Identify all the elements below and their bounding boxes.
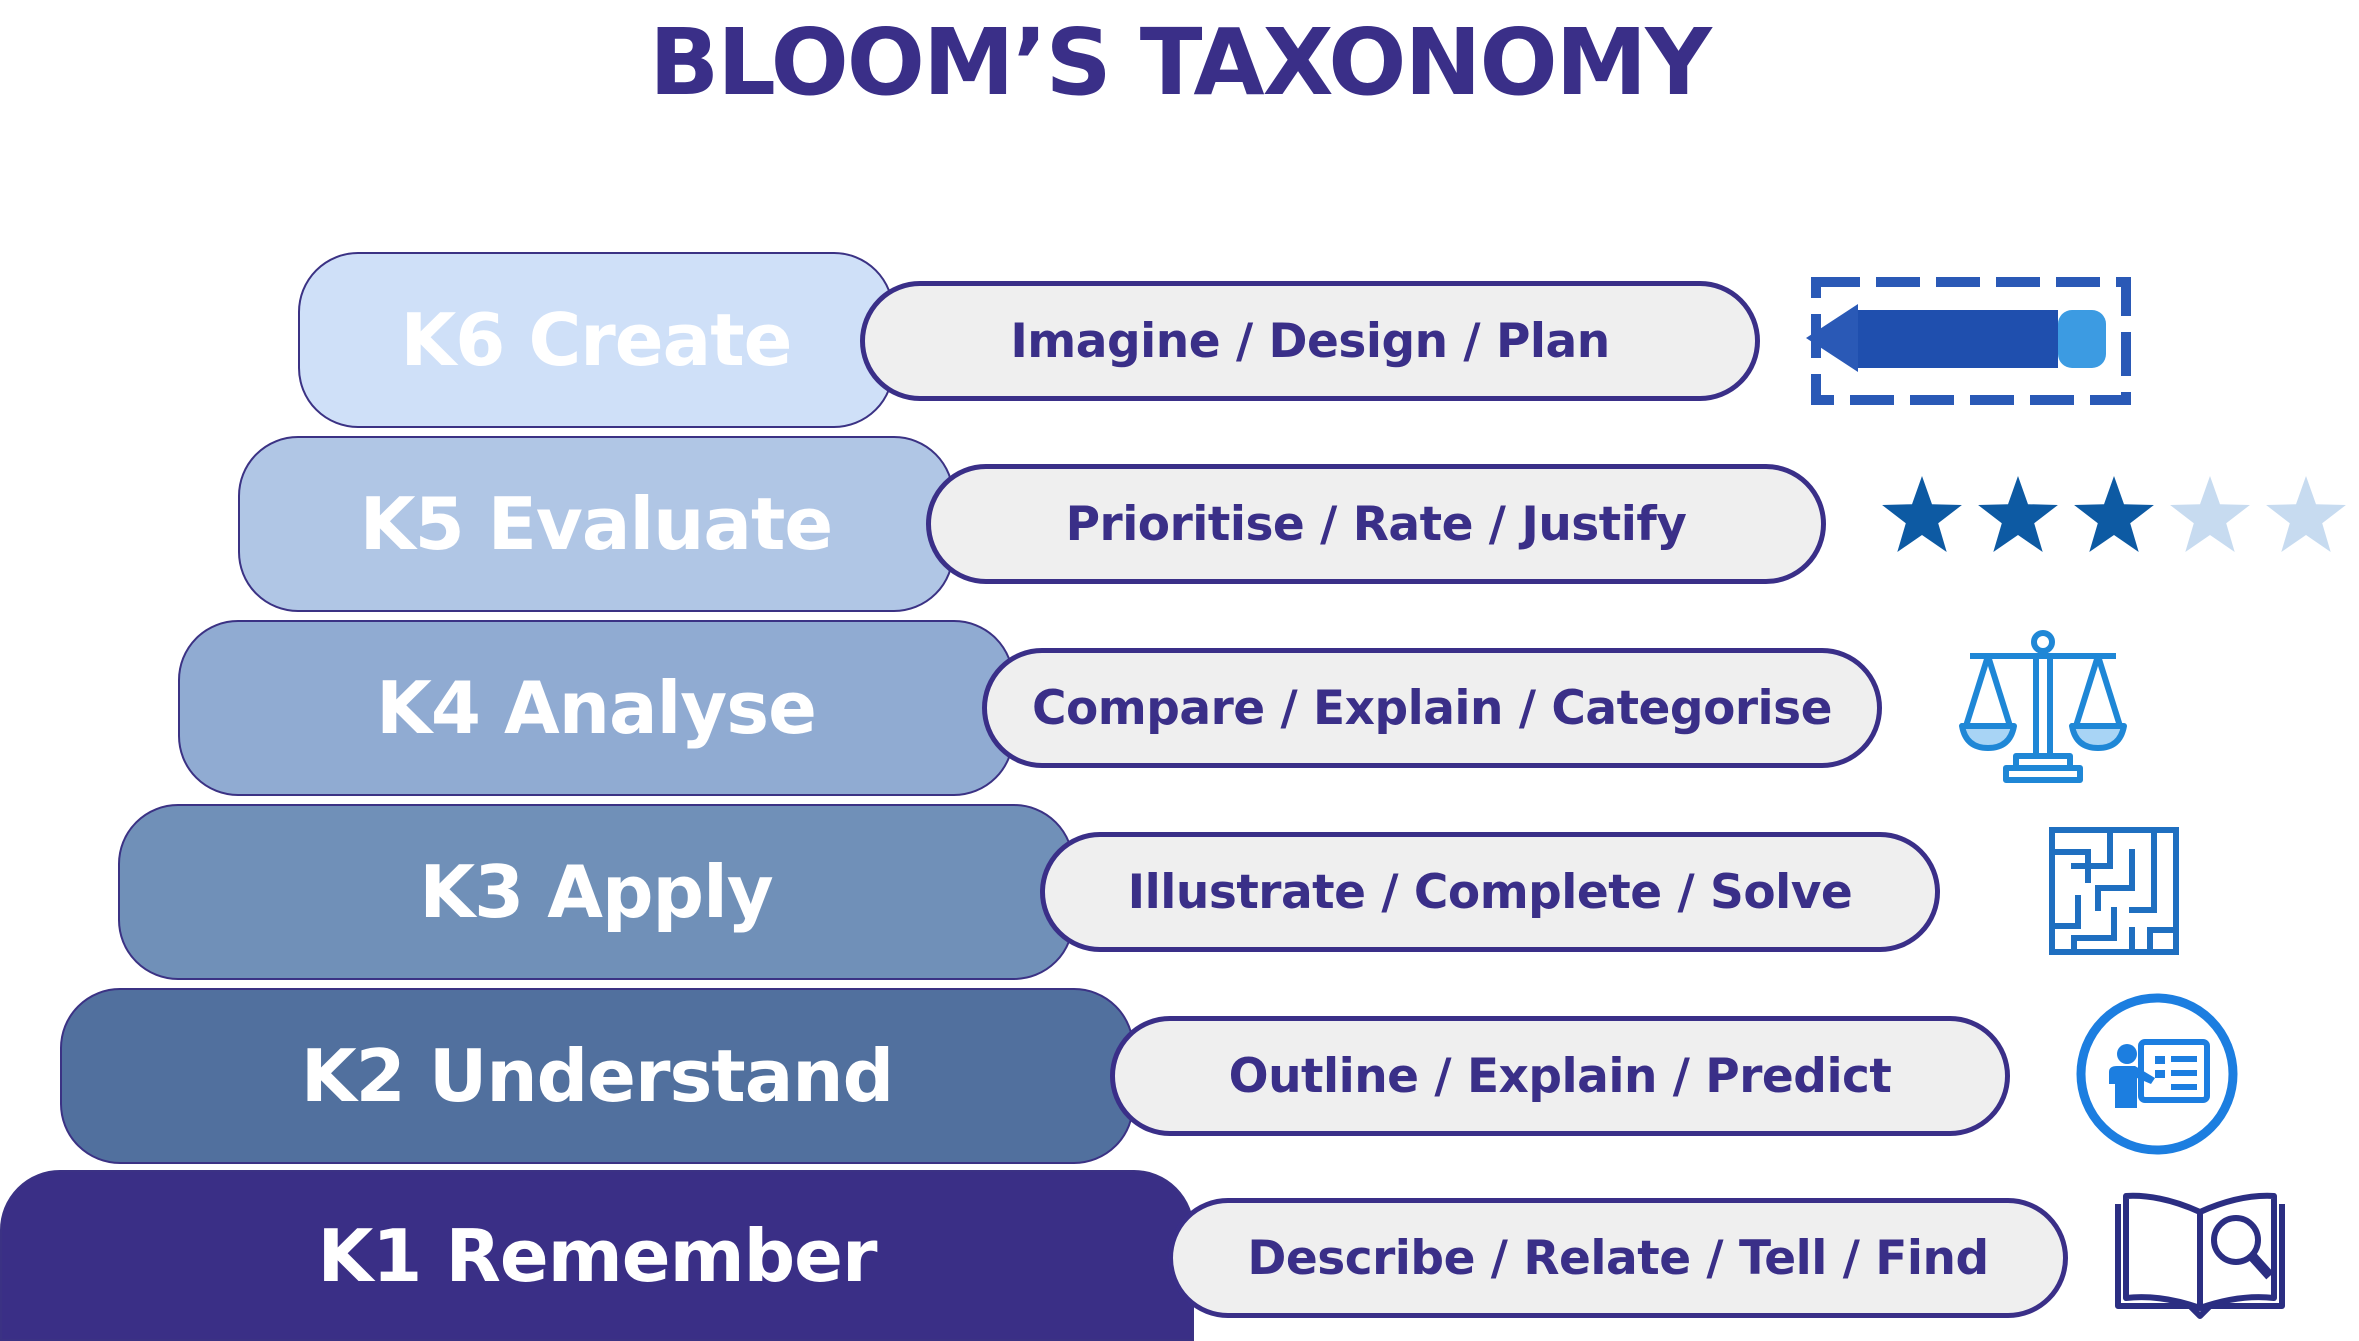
level-k4-verbs: Compare / Explain / Categorise <box>982 648 1882 768</box>
presentation-icon <box>2075 992 2239 1156</box>
star-filled-icon <box>1882 476 1962 552</box>
level-k5-verbs: Prioritise / Rate / Justify <box>926 464 1826 584</box>
level-k1-block: K1 Remember <box>0 1170 1194 1341</box>
level-k1-verbs: Describe / Relate / Tell / Find <box>1168 1198 2068 1318</box>
pencil-icon <box>1800 272 2140 412</box>
level-k6-block: K6 Create <box>298 252 894 428</box>
balance-scale-icon <box>1958 626 2128 786</box>
level-k2-block: K2 Understand <box>60 988 1134 1164</box>
star-empty-icon <box>2170 476 2250 552</box>
maze-icon <box>2048 826 2180 956</box>
level-k3-verbs: Illustrate / Complete / Solve <box>1040 832 1940 952</box>
level-k3-block: K3 Apply <box>118 804 1074 980</box>
level-k5-label: K5 Evaluate <box>359 482 833 566</box>
level-k2-label: K2 Understand <box>300 1034 894 1118</box>
star-empty-icon <box>2266 476 2346 552</box>
level-k4-label: K4 Analyse <box>376 666 817 750</box>
book-search-icon <box>2110 1190 2290 1322</box>
level-k2-verbs: Outline / Explain / Predict <box>1110 1016 2010 1136</box>
level-k5-block: K5 Evaluate <box>238 436 954 612</box>
page-title: BLOOM’S TAXONOMY <box>649 9 1712 116</box>
level-k6-verbs: Imagine / Design / Plan <box>860 281 1760 401</box>
level-k6-label: K6 Create <box>400 298 793 382</box>
star-filled-icon <box>1978 476 2058 552</box>
star-filled-icon <box>2074 476 2154 552</box>
level-k1-label: K1 Remember <box>317 1213 878 1298</box>
star-rating-icon <box>1880 470 2359 560</box>
level-k4-block: K4 Analyse <box>178 620 1014 796</box>
level-k3-label: K3 Apply <box>419 850 773 934</box>
